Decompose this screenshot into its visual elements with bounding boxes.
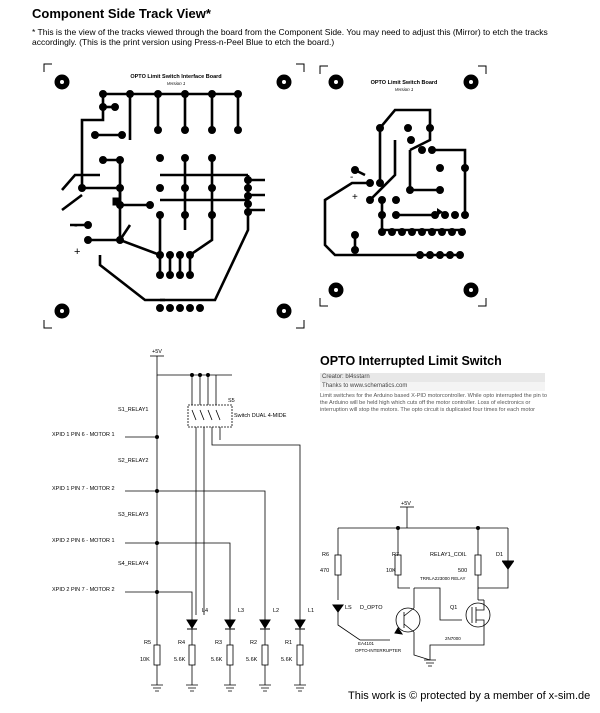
input-label-3: XPID 2 PIN 6 - MOTOR 1 <box>52 538 115 544</box>
right-board-version: Version 1 <box>395 87 414 92</box>
r6-value: 470 <box>320 568 329 574</box>
page-note: * This is the view of the tracks viewed … <box>32 27 548 47</box>
panel-title: OPTO Interrupted Limit Switch <box>320 354 502 368</box>
right-board-mount-holes <box>328 74 479 298</box>
r7-value: 10K <box>386 568 396 574</box>
input-label-2: XPID 1 PIN 7 - MOTOR 2 <box>52 486 115 492</box>
footer-copyright: This work is © protected by a member of … <box>348 690 591 702</box>
left-board-crop-marks <box>43 63 305 329</box>
right-schematic-marks <box>332 526 514 635</box>
left-schematic-marks <box>155 373 306 630</box>
r6-label: R6 <box>322 552 329 558</box>
opto-part: EA4101 <box>358 641 375 646</box>
vcc-rail <box>156 356 232 376</box>
relay-label-1: S1_RELAY1 <box>118 407 148 413</box>
input-label-1: XPID 1 PIN 6 - MOTOR 1 <box>52 432 115 438</box>
r2-value: 5.6K <box>246 657 258 663</box>
r5-value: 10K <box>140 657 150 663</box>
coil-part: TRRLA223000 RELAY <box>420 576 465 581</box>
led-label-l3: L3 <box>238 608 244 614</box>
right-board-tracks <box>323 108 467 257</box>
r7-label: R7 <box>392 552 399 558</box>
right-board: OPTO Limit Switch Board Version 1 <box>319 65 487 307</box>
vcc-label: +5V <box>152 349 162 355</box>
coil-value: 500 <box>458 568 467 574</box>
rs-led-label: LS <box>345 605 352 611</box>
r4-label: R4 <box>178 640 185 646</box>
r4-value: 5.6K <box>174 657 186 663</box>
right-schematic <box>334 506 509 667</box>
left-board-mount-holes <box>54 74 292 319</box>
r2-label: R2 <box>250 640 257 646</box>
left-schematic <box>125 355 306 692</box>
panel-creator: Creator: bl4sstarn <box>320 373 545 382</box>
r3-value: 5.6K <box>211 657 223 663</box>
opto-desc: OPTO-INTERRUPTER <box>355 648 402 653</box>
left-board-tracks <box>61 92 265 302</box>
left-board: OPTO Limit Switch Interface Board Versio… <box>43 63 305 329</box>
left-grounds <box>151 684 306 692</box>
right-board-minus: - <box>350 172 353 183</box>
panel-description: Limit switches for the Arduino based X-P… <box>320 393 547 413</box>
right-board-title: OPTO Limit Switch Board <box>371 80 438 86</box>
left-board-plus: + <box>74 246 80 258</box>
right-board-pads <box>351 124 469 259</box>
coil-label: RELAY1_COIL <box>430 552 467 558</box>
relay-label-4: S4_RELAY4 <box>118 561 148 567</box>
right-schematic-labels: +5V R6 470 R7 10K RELAY1_COIL 500 TRRLA2… <box>320 501 503 653</box>
r5-label: R5 <box>144 640 151 646</box>
relay-label-2: S2_RELAY2 <box>118 458 148 464</box>
input-label-4: XPID 2 PIN 7 - MOTOR 2 <box>52 587 115 593</box>
right-board-crop-marks <box>319 65 487 307</box>
r3-label: R3 <box>215 640 222 646</box>
page-title: Component Side Track View* <box>32 6 211 21</box>
panel-thanks: Thanks to www.schematics.com <box>320 382 545 391</box>
rs-vcc-label: +5V <box>401 501 411 507</box>
opto-label: D_OPTO <box>360 605 383 611</box>
left-board-version: Version 1 <box>167 81 186 86</box>
switch-desc: Switch DUAL 4-MIDE <box>234 413 287 419</box>
led-label-l2: L2 <box>273 608 279 614</box>
diode-label: D1 <box>496 552 503 558</box>
r1-value: 5.6K <box>281 657 293 663</box>
switch-label: S5 <box>228 398 235 404</box>
right-board-plus: + <box>352 192 358 203</box>
led-label-l1: L1 <box>308 608 314 614</box>
r1-label: R1 <box>285 640 292 646</box>
left-board-pads <box>78 90 252 312</box>
left-board-minus: - <box>74 220 78 232</box>
mosfet-part: 2N7000 <box>445 636 461 641</box>
led-label-l4: L4 <box>202 608 208 614</box>
mosfet-label: Q1 <box>450 605 457 611</box>
left-schematic-labels: +5V S5 Switch DUAL 4-MIDE S1_RELAY1 S2_R… <box>52 349 314 663</box>
relay-label-3: S3_RELAY3 <box>118 512 148 518</box>
left-board-title: OPTO Limit Switch Interface Board <box>130 74 221 80</box>
